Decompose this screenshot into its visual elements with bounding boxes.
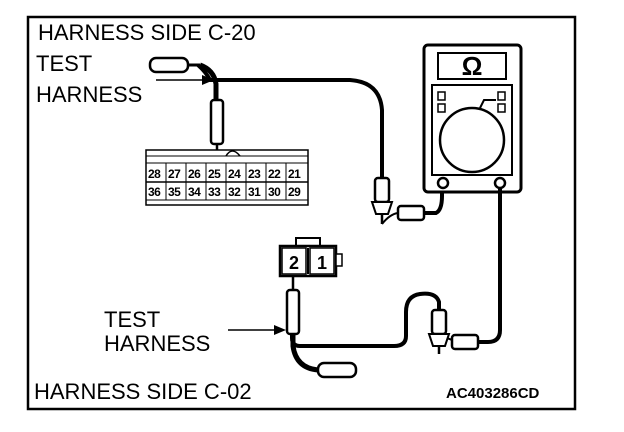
lead-top-to-meter [196, 63, 444, 225]
ohmmeter: Ω [422, 43, 523, 194]
indicator-square [497, 103, 506, 113]
c20-pin: 28 [148, 167, 161, 181]
c20-pin: 26 [188, 167, 201, 181]
figure-code-label: AC403286CD [446, 385, 540, 402]
meter-terminal-right [493, 176, 507, 190]
selector-dial [438, 106, 506, 174]
c20-pin: 36 [148, 185, 161, 199]
harness-side-top-label: HARNESS SIDE C-20 [38, 20, 256, 45]
c20-pin: 32 [228, 185, 241, 199]
c02-pin: 1 [317, 253, 327, 273]
c02-pin: 2 [289, 253, 299, 273]
c20-pin: 30 [268, 185, 281, 199]
connector-c02: 2 1 [278, 237, 343, 278]
c20-pin: 27 [168, 167, 181, 181]
diagram-frame [26, 15, 577, 411]
indicator-square [497, 91, 506, 101]
test-harness-bottom-arrow [228, 325, 286, 335]
c20-pin: 29 [288, 185, 301, 199]
indicator-square [437, 103, 446, 113]
test-harness-bottom-label-line2: HARNESS [104, 331, 210, 356]
c20-pin: 34 [188, 185, 201, 199]
indicator-square [437, 91, 446, 101]
meter-terminal-left [436, 176, 450, 190]
c20-pin: 23 [248, 167, 261, 181]
test-harness-top-label-line2: HARNESS [36, 82, 142, 107]
ohm-symbol: Ω [462, 51, 483, 81]
test-harness-bottom-label-line1: TEST [104, 307, 160, 332]
c20-pin: 33 [208, 185, 221, 199]
harness-side-bottom-label: HARNESS SIDE C-02 [34, 379, 252, 404]
c20-pin: 22 [268, 167, 281, 181]
lead-meter-to-bottom [290, 188, 502, 354]
c20-pin: 25 [208, 167, 221, 181]
c20-pin: 35 [168, 185, 181, 199]
c20-pin: 24 [228, 167, 241, 181]
connector-c20: 28 27 26 25 24 23 22 21 36 35 34 33 32 3… [145, 149, 309, 206]
test-harness-top-label-line1: TEST [36, 51, 92, 76]
c20-pin: 31 [248, 185, 261, 199]
test-harness-top-arrow [156, 75, 214, 85]
c20-pin: 21 [288, 167, 301, 181]
test-harness-bottom-probe [285, 276, 358, 379]
